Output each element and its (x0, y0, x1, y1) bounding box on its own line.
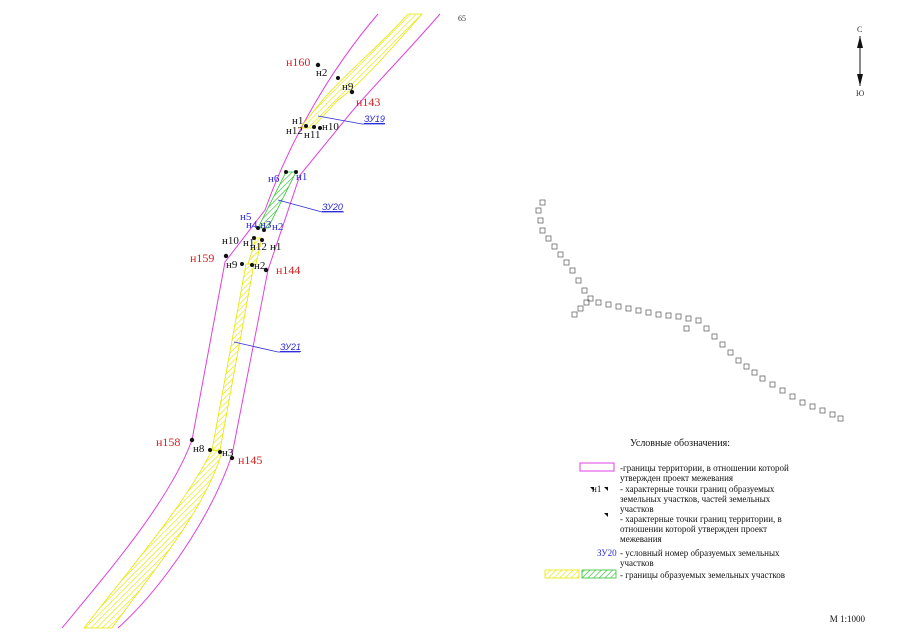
territory-point-label: н144 (276, 263, 300, 277)
plot-point-label: н9 (226, 259, 238, 271)
plot-point-label: н1 (270, 241, 281, 253)
plot-point-label: н2 (316, 67, 327, 79)
plot-point-label: н10 (322, 121, 339, 133)
page-number: 65 (458, 14, 466, 23)
scale-label: М 1:1000 (829, 614, 865, 624)
point-markers (189, 62, 355, 461)
plot-point-label: н1 (243, 237, 254, 249)
plot-point-label-blue: н4 (246, 219, 258, 231)
plot-point-label-blue: н2 (272, 221, 283, 233)
plot-zu20 (257, 171, 297, 229)
plot-point-label: н12 (250, 241, 267, 253)
road-plots (83, 13, 423, 629)
legend-item-plot-points: - характерные точки границ образуемых зе… (620, 484, 775, 514)
zu-label: ЗУ20 (322, 202, 343, 212)
legend-item-territory-points: - характерные точки границ территории, в… (620, 514, 782, 544)
plot-point-label: н1 (292, 115, 303, 127)
legend-title: Условные обозначения: (630, 438, 731, 449)
zu-leaders (233, 115, 385, 353)
plot-point-label: н9 (342, 81, 354, 93)
territory-point-label: н159 (190, 251, 214, 265)
south-label: Ю (856, 89, 864, 98)
legend-sample-points: н1 (592, 484, 602, 494)
plot-point-label: н10 (222, 235, 239, 247)
territory-point-label: н145 (238, 453, 262, 467)
north-label: С (857, 25, 862, 34)
plot-point-label-blue: н6 (268, 173, 280, 185)
plot-point-label: н8 (193, 443, 205, 455)
plot-point-label: н2 (254, 260, 265, 272)
legend-sample-zu: ЗУ20 (597, 548, 617, 558)
overview-route-icon (535, 199, 844, 422)
zu-label: ЗУ21 (280, 342, 301, 352)
territory-point-label: н158 (156, 435, 180, 449)
territory-boundary (61, 13, 441, 629)
plot-point-label: н3 (222, 447, 234, 459)
territory-point-label: н143 (356, 95, 380, 109)
plot-point-label: н11 (304, 129, 320, 141)
plot-point-label-blue: н5 (240, 211, 252, 223)
territory-point-label: н160 (286, 55, 310, 69)
plot-point-label-blue: н3 (260, 219, 272, 231)
legend-item-zu-number: - условный номер образуемых земельных уч… (620, 548, 780, 568)
legend-item-plot-boundary: - границы образуемых земельных участков (620, 570, 786, 580)
north-arrow-icon: С Ю (856, 25, 864, 98)
plot-point-label-blue: н1 (296, 171, 307, 183)
plot-point-label: н12 (286, 125, 303, 137)
legend-item-territory: -границы территории, в отношении которой… (620, 463, 789, 483)
legend-swatches (544, 462, 617, 579)
zu-label: ЗУ19 (364, 114, 385, 124)
